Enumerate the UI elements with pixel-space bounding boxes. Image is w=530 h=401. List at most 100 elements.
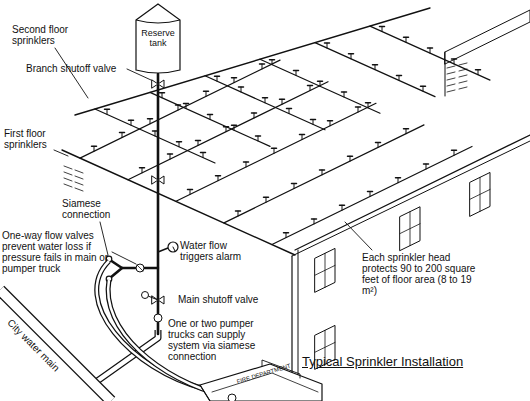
sprinkler-head [120, 132, 125, 134]
sprinkler-head [280, 98, 285, 100]
sprinkler-head [452, 58, 457, 60]
sprinkler-head [168, 153, 173, 155]
note-text: Each sprinkler head protects 90 to 200 s… [362, 252, 486, 296]
check-valve [136, 264, 144, 272]
sprinkler-head [318, 80, 323, 82]
sprinkler-head [204, 91, 209, 93]
brick [459, 63, 467, 65]
city-water-main [0, 290, 111, 401]
sprinkler-head [216, 175, 221, 177]
sprinkler-head [397, 75, 402, 77]
sprinkler-head [201, 152, 206, 154]
second-floor-branch [315, 43, 435, 97]
sprinkler-head [176, 104, 181, 106]
sprinkler-head [244, 161, 249, 163]
sprinkler-head [349, 53, 354, 55]
window-divider [470, 189, 490, 199]
sprinkler-head [404, 128, 409, 130]
window [400, 207, 420, 251]
first-floor-branch [80, 60, 280, 158]
brick [75, 170, 83, 173]
second-floor-branch [95, 109, 215, 163]
first-floor-branch [224, 125, 424, 223]
sprinkler-head [380, 26, 385, 28]
sprinkler-head [348, 155, 353, 157]
sprinkler-head [92, 145, 97, 147]
alarm-bell [168, 242, 178, 252]
sprinkler-head [129, 119, 134, 121]
sprinkler-head [160, 92, 165, 94]
sprinkler-head [188, 189, 193, 191]
alarm-pipe [158, 248, 168, 252]
sprinkler-head [320, 169, 325, 171]
brick [64, 172, 72, 175]
second-floor-branch [205, 76, 325, 130]
sprinkler-head [232, 77, 237, 79]
sprinkler-head [428, 47, 433, 49]
valve-wheel [142, 292, 149, 299]
valve-stem [148, 296, 158, 300]
brick [447, 90, 455, 92]
window [315, 248, 335, 292]
sprinkler-head [476, 69, 481, 71]
brick [459, 81, 467, 83]
note-text: One or two pumper trucks can supply syst… [168, 318, 268, 362]
sprinkler-head [239, 86, 244, 88]
branch-shutoff-valve [152, 176, 164, 184]
tank-label: Reserve tank [135, 28, 181, 48]
branch-shutoff-valve [152, 80, 164, 88]
pumper-truck [200, 385, 210, 401]
wall-top-edge [292, 141, 530, 256]
sprinkler-head [215, 75, 220, 77]
brick [75, 188, 83, 191]
sprinkler-head [236, 210, 241, 212]
tank-rim [136, 20, 180, 23]
note-text: One-way flow valves prevent water loss i… [2, 230, 112, 274]
window-divider [315, 265, 335, 275]
sprinkler-head [366, 102, 371, 104]
sprinkler-head [263, 97, 268, 99]
sprinkler-head [300, 134, 305, 136]
brick [75, 176, 83, 179]
window-divider [315, 342, 335, 352]
sprinkler-head [224, 126, 229, 128]
sprinkler-head [404, 37, 409, 39]
brick [459, 87, 467, 89]
sprinkler-head [340, 204, 345, 206]
brick [447, 66, 455, 68]
sprinkler-head [342, 91, 347, 93]
sprinkler-head [311, 119, 316, 121]
floor-label: Second floor sprinklers [12, 24, 84, 46]
valve-label: Main shutoff valve [178, 294, 273, 305]
sprinkler-head [284, 232, 289, 234]
riser-pipe [157, 74, 160, 334]
second-floor-branch [370, 26, 490, 80]
alarm-bell [173, 247, 175, 251]
first-floor-branch [176, 103, 376, 201]
alarm-label: Water flow triggers alarm [180, 240, 246, 262]
sprinkler-head [260, 63, 265, 65]
sprinkler-head [252, 112, 257, 114]
sprinkler-head [396, 177, 401, 179]
siamese-connection [110, 260, 122, 278]
diagram-title: Typical Sprinkler Installation [302, 354, 463, 369]
sprinkler-head [105, 109, 110, 111]
sprinkler-head [373, 64, 378, 66]
reserve-tank: Reserve tank [135, 2, 181, 76]
brick [64, 166, 72, 169]
check-valve [154, 314, 162, 322]
sprinkler-head [368, 191, 373, 193]
wall-top-edge [295, 135, 530, 250]
sprinkler-head [264, 197, 269, 199]
connection-label: Siamese connection [62, 198, 134, 220]
sprinkler-head [196, 140, 201, 142]
parapet-corner [445, 52, 446, 96]
sprinkler-head [208, 114, 213, 116]
brick [64, 178, 72, 181]
sprinkler-head [421, 86, 426, 88]
sprinkler-head [356, 106, 361, 108]
sprinkler-head [140, 167, 145, 169]
city-water-main [0, 290, 111, 401]
brick [75, 182, 83, 185]
